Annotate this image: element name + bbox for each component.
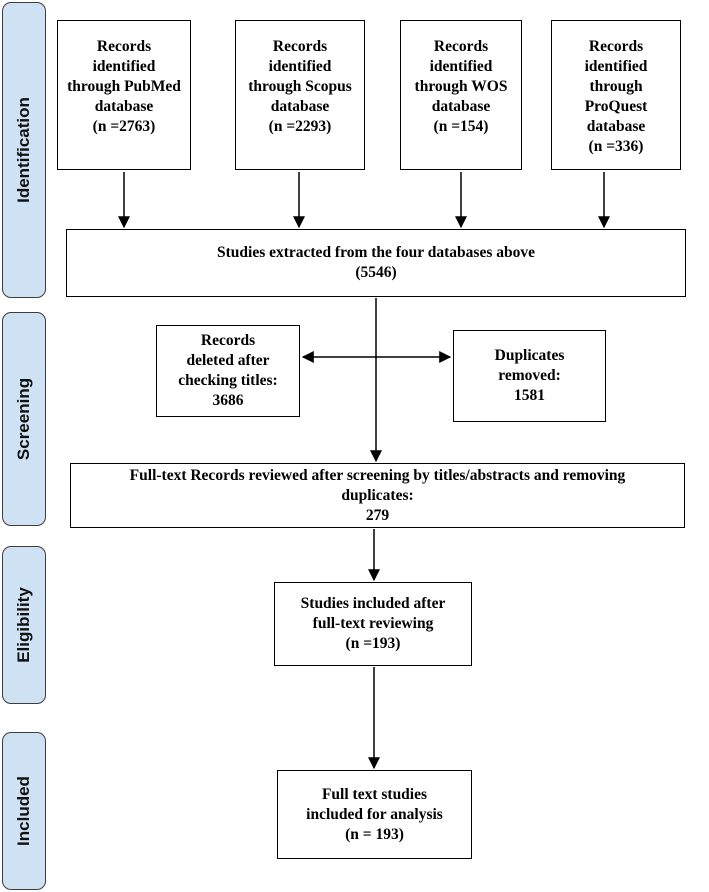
pubmed-line-1: Records [96,38,152,55]
duplicates-line-2: removed: [498,367,561,384]
wos-line-4: database [431,98,491,115]
final-line-1: Full text studies [321,785,428,803]
wos-count: (n =154) [433,118,489,135]
fulltext-reviewed-box: Full-text Records reviewed after screeni… [70,463,685,528]
scopus-line-1: Records [272,38,328,55]
proquest-line-2: identified [584,58,648,75]
eligible-line-2: full-text reviewing [312,615,434,632]
deleted-line-2: deleted after [186,352,270,369]
wos-line-1: Records [433,38,489,55]
pubmed-line-3: through PubMed [67,78,181,95]
deleted-records-box: Records deleted after checking titles: 3… [156,325,300,417]
phase-included: Included [2,732,46,890]
eligible-count: (n =193) [345,635,401,652]
pubmed-line-2: identified [92,58,156,75]
scopus-line-2: identified [268,58,332,75]
extracted-label: Studies extracted from the four database… [216,244,535,261]
scopus-line-3: through Scopus [248,78,352,95]
wos-records-box: Records identified through WOS database … [400,20,522,170]
extracted-studies-box: Studies extracted from the four database… [66,229,686,297]
fulltext-line-1: Full-text Records reviewed after screeni… [129,466,626,484]
pubmed-count: (n =2763) [92,118,156,135]
deleted-line-3: checking titles: [178,372,278,389]
fulltext-count: 279 [365,506,390,524]
final-line-2: included for analysis [306,805,443,823]
proquest-records-box: Records identified through ProQuest data… [551,20,681,170]
fulltext-line-2: duplicates: [341,486,414,504]
final-count: (n = 193) [345,825,404,843]
duplicates-line-1: Duplicates [494,347,565,364]
proquest-line-3: through [589,78,643,95]
eligible-line-1: Studies included after [300,595,446,612]
scopus-count: (n =2293) [268,118,332,135]
proquest-count: (n =336) [588,138,644,155]
deleted-count: 3686 [212,392,244,409]
phase-screening: Screening [2,312,46,526]
final-studies-box: Full text studies included for analysis … [277,770,472,859]
proquest-line-5: database [586,118,646,135]
scopus-records-box: Records identified through Scopus databa… [235,20,365,170]
deleted-line-1: Records [200,332,256,349]
phase-identification: Identification [2,2,46,298]
pubmed-line-4: database [94,98,154,115]
eligible-studies-box: Studies included after full-text reviewi… [274,582,472,666]
proquest-line-4: ProQuest [584,98,648,115]
proquest-line-1: Records [588,38,644,55]
wos-line-3: through WOS [414,78,508,95]
extracted-count: (5546) [355,264,397,281]
duplicates-count: 1581 [514,387,545,404]
scopus-line-4: database [270,98,330,115]
wos-line-2: identified [429,58,493,75]
phase-eligibility: Eligibility [2,546,46,704]
pubmed-records-box: Records identified through PubMed databa… [57,20,191,170]
duplicates-removed-box: Duplicates removed: 1581 [453,330,606,422]
